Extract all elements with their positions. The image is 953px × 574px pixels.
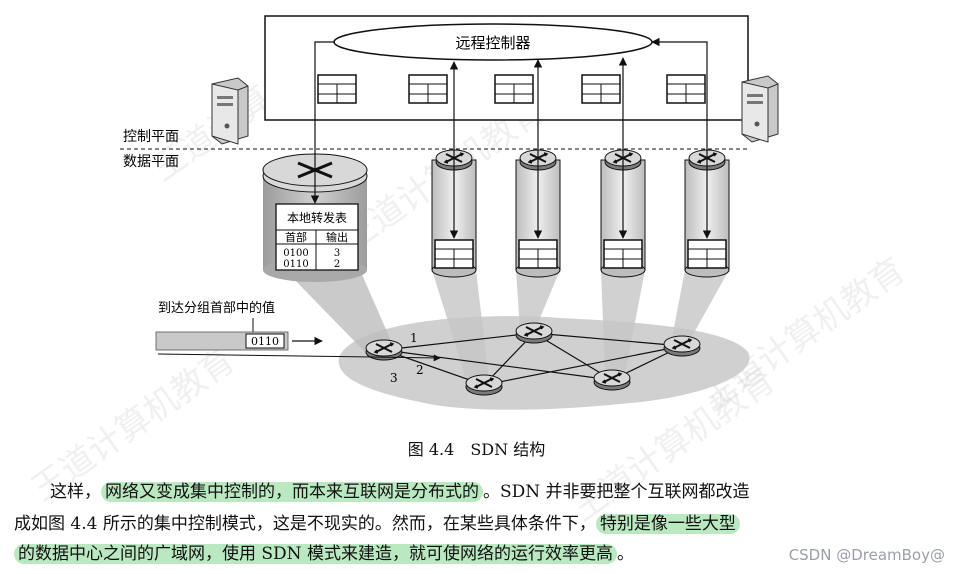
local-table-header: 输出: [326, 230, 348, 244]
projection-beam: [516, 270, 560, 330]
packet-header-field: [245, 333, 285, 349]
packet-forward-arrow: [157, 353, 441, 362]
data-plane-label: 数据平面: [123, 154, 179, 170]
local-table-title: 本地转发表: [287, 210, 347, 225]
csdn-watermark: CSDN @DreamBoy@: [788, 546, 945, 564]
port-label: 2: [416, 363, 424, 377]
paragraph-text: 。SDN 并非要把整个互联网都改造: [483, 482, 750, 502]
paragraph-text: 成如图 4.4 所示的集中控制模式，这是不现实的。然而，在某些具体条件下，: [14, 514, 596, 534]
remote-controller-label: 远程控制器: [455, 34, 530, 52]
controller-flow-table: [666, 74, 706, 104]
figure-caption: 图 4.4 SDN 结构: [407, 440, 546, 459]
server-icon: [211, 77, 249, 145]
local-table-cell: 0110: [283, 259, 308, 270]
highlighted-text: 特别是像一些大型: [595, 514, 740, 534]
control-plane-label: 控制平面: [123, 129, 179, 145]
local-table-header: 首部: [285, 230, 307, 244]
paragraph-line: 的数据中心之间的广域网，使用 SDN 模式来建造，就可使网络的运行效率更高。: [14, 544, 774, 564]
projection-beam: [285, 270, 395, 352]
local-table-cell: 3: [334, 248, 340, 259]
paragraph-text: 。: [616, 544, 634, 564]
highlighted-text: 的数据中心之间的广域网，使用 SDN 模式来建造，就可使网络的运行效率更高: [14, 544, 617, 564]
network-links: [383, 332, 683, 386]
controller-flow-table: [408, 74, 448, 104]
packet-value: 0110: [251, 335, 279, 348]
network-platform: [338, 316, 750, 410]
highlighted-text: 网络又变成集中控制的，而本来互联网是分布式的: [101, 482, 483, 502]
controller-to-local-arrow: [310, 41, 335, 204]
network-router: [663, 335, 701, 357]
packet-header-label: 到达分组首部中的值: [158, 300, 275, 316]
port-label: 3: [390, 371, 398, 385]
network-router: [465, 374, 503, 396]
port-label: 1: [410, 331, 418, 345]
local-table-cell: 0100: [283, 248, 308, 259]
control-link-arrow: [651, 37, 712, 239]
paragraph-line: 成如图 4.4 所示的集中控制模式，这是不现实的。然而，在某些具体条件下，特别是…: [14, 514, 934, 534]
network-router: [515, 322, 553, 344]
controller-flow-table: [494, 74, 534, 104]
local-table-cell: 2: [334, 259, 340, 270]
projection-beam: [672, 270, 729, 340]
network-router: [593, 369, 631, 391]
paragraph-text: 这样，: [50, 482, 101, 502]
paragraph-line: 这样，网络又变成集中控制的，而本来互联网是分布式的。SDN 并非要把整个互联网都…: [50, 482, 930, 502]
server-icon: [741, 75, 779, 143]
controller-flow-table: [581, 74, 621, 104]
controller-flow-table: [317, 74, 357, 104]
projection-beam: [601, 270, 645, 375]
local-forwarding-table: [275, 203, 359, 271]
